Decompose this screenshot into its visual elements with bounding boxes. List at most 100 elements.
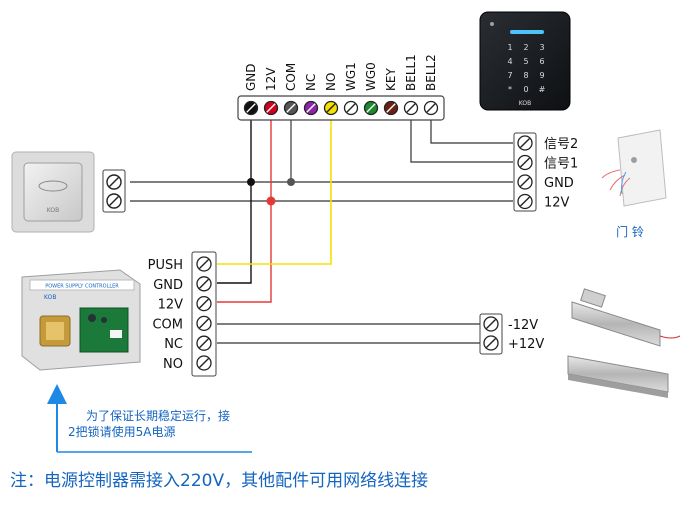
controller-label-com: COM [152, 317, 183, 332]
note-callout [47, 384, 252, 453]
exit-terminal-screw-1 [106, 174, 122, 190]
lock-screw-1 [483, 316, 499, 332]
top-label-wg1: WG1 [344, 62, 358, 91]
bolt-lock-bracket [580, 288, 606, 308]
doorbell-wires [601, 169, 631, 197]
exit-button-terminal [102, 169, 126, 213]
top-screw-no [323, 100, 339, 116]
keypad-key-4: 4 [507, 57, 512, 66]
keypad-key-3: 3 [539, 43, 544, 52]
top-screw-com [283, 100, 299, 116]
exit-button-ring [38, 180, 68, 192]
top-label-bell2: BELL2 [424, 54, 438, 91]
wires [130, 108, 513, 344]
top-label-com: COM [284, 63, 298, 91]
top-label-key: KEY [384, 68, 398, 91]
doorbell-label-2: 信号1 [544, 157, 578, 172]
controller-screw-push [196, 256, 212, 272]
top-label-wg0: WG0 [364, 62, 378, 91]
controller-label-12v: 12V [158, 298, 184, 313]
top-screw-gnd [243, 100, 259, 116]
keypad-key-star: * [508, 85, 512, 94]
doorbell-caption: 门 铃 [616, 224, 644, 239]
keypad-indicator [490, 22, 494, 26]
wire-12v [217, 108, 272, 303]
footer-note: 注：电源控制器需接入220V，其他配件可用网络线连接 [10, 471, 429, 491]
bolt-lock-wire [659, 335, 681, 339]
lock-terminal-screws [483, 316, 499, 351]
power-supply-relay [110, 330, 122, 338]
exit-button-device: KOB [11, 151, 95, 233]
power-supply-pcb [79, 307, 129, 353]
bolt-lock-device [571, 288, 681, 347]
keypad-key-2: 2 [523, 43, 528, 52]
doorbell-label-4: 12V [544, 196, 570, 211]
power-supply-coil [46, 322, 64, 340]
top-screw-bell1 [403, 100, 419, 116]
lock-screw-2 [483, 335, 499, 351]
top-label-bell1: BELL1 [404, 54, 418, 91]
note-text: 为了保证长期稳定运行，接 2把锁请使用5A电源 [62, 408, 254, 452]
doorbell-label-3: GND [544, 176, 574, 191]
top-screw-wg1 [343, 100, 359, 116]
power-supply-panel-text: POWER SUPPLY CONTROLLER [45, 284, 119, 290]
note-line-2: 2把锁请使用5A电源 [68, 425, 176, 439]
controller-label-no: NO [163, 357, 183, 372]
top-label-gnd: GND [244, 63, 258, 91]
wire-gnd [217, 108, 252, 284]
doorbell-screw-1 [517, 135, 533, 151]
wire-no [217, 108, 332, 265]
doorbell-screw-3 [517, 174, 533, 190]
lock-terminal: -12V +12V [479, 313, 544, 355]
doorbell-terminal-screws [517, 135, 533, 210]
magnetic-lock-side [568, 374, 668, 398]
exit-terminal-screw-2 [106, 193, 122, 209]
magnetic-lock-device [567, 355, 669, 398]
keypad-key-9: 9 [539, 71, 544, 80]
lock-label-2: +12V [508, 337, 544, 352]
note-line-1: 为了保证长期稳定运行，接 [85, 409, 230, 423]
doorbell-label-1: 信号2 [544, 137, 578, 152]
doorbell-housing [617, 129, 667, 207]
lock-label-1: -12V [508, 318, 538, 333]
top-screw-12v [263, 100, 279, 116]
controller-terminal-screws [196, 256, 212, 371]
keypad-led-bar [510, 30, 544, 34]
keypad-key-1: 1 [507, 43, 512, 52]
keypad-key-0: 0 [523, 85, 528, 94]
lock-terminal-labels: -12V +12V [508, 318, 544, 352]
top-label-12v: 12V [264, 67, 278, 91]
controller-screw-no [196, 355, 212, 371]
wire-bell1 [410, 108, 513, 163]
controller-label-push: PUSH [148, 258, 183, 273]
top-screw-bell2 [423, 100, 439, 116]
bolt-lock-body [571, 301, 661, 347]
top-terminal-screws [243, 100, 439, 116]
controller-screw-gnd [196, 276, 212, 292]
keypad-body [479, 11, 571, 111]
top-screw-key [383, 100, 399, 116]
doorbell-screw-2 [517, 154, 533, 171]
doorbell-screw-hole [631, 157, 637, 163]
exit-button-face [23, 162, 83, 222]
power-supply-device: POWER SUPPLY CONTROLLER KOB [21, 269, 141, 371]
controller-label-gnd: GND [153, 278, 183, 293]
keypad-key-8: 8 [523, 71, 528, 80]
keypad-key-7: 7 [507, 71, 512, 80]
top-screw-nc [303, 100, 319, 116]
exit-button-brand: KOB [47, 207, 59, 214]
power-supply-capacitor-2 [101, 317, 107, 323]
controller-screw-nc [196, 335, 212, 351]
top-label-nc: NC [304, 74, 318, 91]
junction-gnd [247, 178, 255, 186]
junction-12v [266, 196, 276, 206]
